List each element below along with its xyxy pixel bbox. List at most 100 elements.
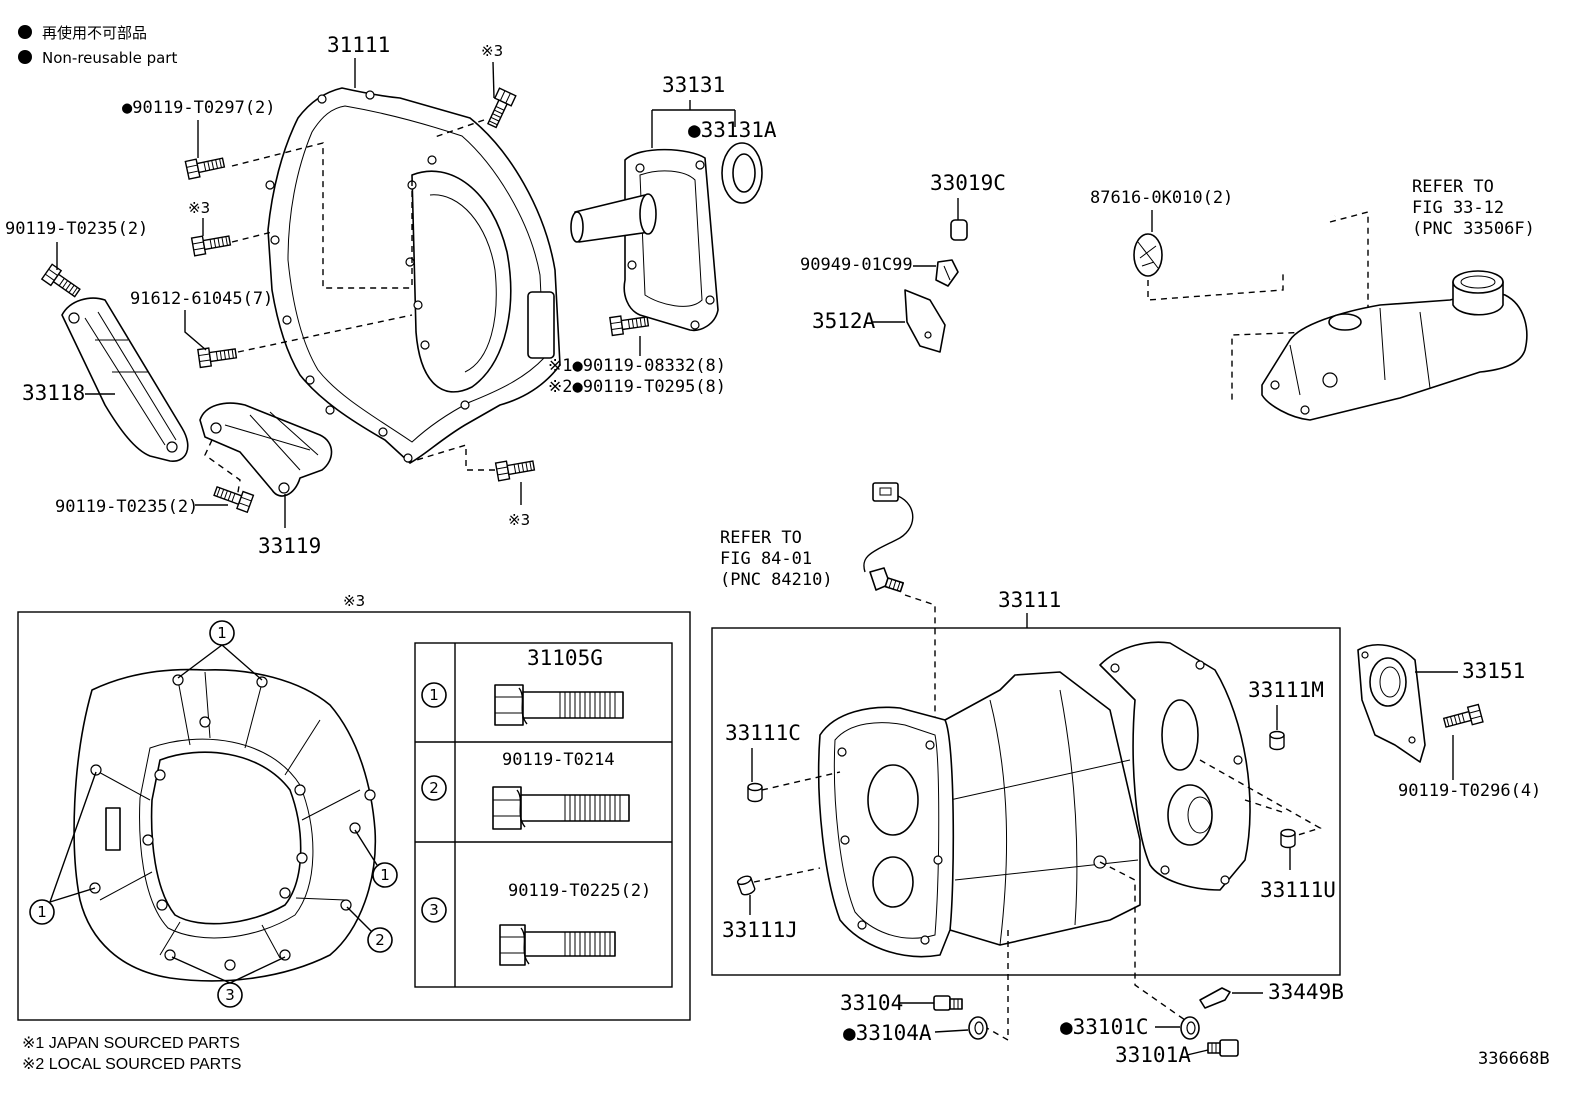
- part-label-bracket-33118: 33118: [22, 381, 85, 405]
- marker-2: 2: [367, 927, 393, 953]
- refer-line-3: (PNC 33506F): [1412, 219, 1535, 239]
- legend-jp: 再使用不可部品: [42, 24, 147, 42]
- bolt-detail-box: ※3: [17, 592, 691, 1021]
- plug-33111m-icon: [1269, 730, 1285, 751]
- part-label-case: 33111: [998, 588, 1061, 612]
- drain-group: 33104 ●33104A 33449B ●33101C 33101A: [840, 980, 1344, 1067]
- marker-label: 1: [37, 903, 47, 921]
- clutch-housing-group: 31111 ※3 ●90119-T0297(2) ※3 90119-T0235(…: [5, 33, 726, 558]
- case-body-drawing: [944, 671, 1141, 946]
- table-row: 1 31105G: [421, 646, 624, 726]
- part-label-bolt-t0235-upper: 90119-T0235(2): [5, 219, 148, 239]
- part-label-bolt-61045: 91612-61045(7): [130, 289, 273, 309]
- sensor-refer-line-1: REFER TO: [720, 528, 802, 548]
- bolt-top-icon: [483, 87, 517, 131]
- refer-line-1: REFER TO: [1412, 177, 1494, 197]
- footnote-local: ※2 LOCAL SOURCED PARTS: [22, 1056, 241, 1073]
- bolt-31105g-drawing: [494, 684, 624, 726]
- part-label-oil-seal: ●33131A: [688, 118, 777, 142]
- part-label-cover: 33151: [1462, 659, 1525, 683]
- cover-group: 33151 90119-T0296(4): [1357, 644, 1541, 801]
- part-label-bracket-33119: 33119: [258, 534, 321, 558]
- table-row: 3 90119-T0225(2): [421, 881, 651, 966]
- row-part-number: 31105G: [527, 646, 603, 670]
- bolt-t0235-upper-icon: [41, 263, 84, 301]
- bolt-bottom-icon: [494, 455, 536, 482]
- bolt-table: 1 31105G 2 90119-T0214: [414, 642, 673, 988]
- part-label-plug-j: 33111J: [722, 918, 798, 942]
- bolt-t0225-drawing: [499, 924, 616, 966]
- part-label-clip2: 90949-01C99: [800, 255, 913, 275]
- clip-90949-drawing: [935, 259, 959, 287]
- part-label-hose: 33019C: [930, 171, 1006, 195]
- sensor-refer-line-3: (PNC 84210): [720, 570, 833, 590]
- marker-1-top: 1: [209, 620, 235, 646]
- row-index: 1: [429, 686, 439, 704]
- part-label-bolt-08332: ※1●90119-08332(8): [548, 356, 726, 376]
- marker-label: 1: [217, 624, 227, 642]
- plug-33111c-icon: [747, 782, 763, 803]
- row-index: 2: [429, 779, 439, 797]
- legend: 再使用不可部品 Non-reusable part: [18, 24, 177, 67]
- part-label-plug-33104: 33104: [840, 991, 903, 1015]
- plug-33104-drawing: [933, 995, 963, 1011]
- row-index: 3: [429, 901, 439, 919]
- bolt-left-icon: [190, 230, 232, 257]
- sensor-connector-drawing: [872, 482, 899, 502]
- footnote-japan: ※1 JAPAN SOURCED PARTS: [22, 1035, 240, 1052]
- transmission-case-box: 33111 33111: [711, 588, 1341, 1042]
- gasket-33104a-icon: [968, 1016, 988, 1040]
- marker-1-left: 1: [29, 899, 55, 925]
- legend-en: Non-reusable part: [42, 49, 177, 67]
- mark-bottom: ※3: [508, 511, 530, 529]
- front-view-bolt-holes: [89, 674, 376, 971]
- bracket-33119-drawing: [199, 402, 333, 497]
- hose-fitting-drawing: [950, 219, 968, 241]
- part-label-plug-m: 33111M: [1248, 678, 1324, 702]
- part-label-bolt-t0295: ※2●90119-T0295(8): [548, 377, 726, 397]
- sensor-body-drawing: [869, 567, 905, 593]
- bracket-3512a-drawing: [904, 289, 946, 353]
- part-label-bracket-33449b: 33449B: [1268, 980, 1344, 1004]
- detail-mark: ※3: [343, 592, 365, 610]
- mark-top: ※3: [481, 42, 503, 60]
- housing-bolt-holes: [265, 90, 470, 463]
- marker-label: 1: [380, 866, 390, 884]
- plug-33111j-icon: [735, 873, 757, 898]
- sensor-refer-line-2: FIG 84-01: [720, 549, 812, 569]
- part-label-plug-u: 33111U: [1260, 878, 1336, 902]
- part-label-plug-c: 33111C: [725, 721, 801, 745]
- part-label-cover-bolt: 90119-T0296(4): [1398, 781, 1541, 801]
- bolt-t0235-lower-icon: [211, 481, 255, 513]
- bracket-33449b-drawing: [1199, 987, 1231, 1009]
- part-label-retainer: 33131: [662, 73, 725, 97]
- part-label-plug-33101a: 33101A: [1115, 1043, 1191, 1067]
- plug-33101a-drawing: [1207, 1039, 1239, 1057]
- part-label-bracket-3512a: 3512A: [812, 309, 876, 333]
- marker-1-right: 1: [372, 862, 398, 888]
- part-label-bolt-t0297: ●90119-T0297(2): [122, 98, 276, 118]
- retainer-group: 33131 ●33131A: [570, 73, 777, 332]
- refer-line-2: FIG 33-12: [1412, 198, 1504, 218]
- shift-lever-housing-drawing: [1261, 292, 1528, 421]
- part-label-clip: 87616-0K010(2): [1090, 188, 1233, 208]
- non-reusable-marker-icon: [18, 25, 32, 39]
- sensor-group: REFER TO FIG 84-01 (PNC 84210): [720, 482, 936, 720]
- figure-id: 336668B: [1478, 1049, 1550, 1069]
- mark-left: ※3: [188, 199, 210, 217]
- part-label-housing: 31111: [327, 33, 390, 57]
- non-reusable-marker-icon: [18, 50, 32, 64]
- gasket-33101c-icon: [1180, 1016, 1200, 1040]
- marker-3: 3: [217, 982, 243, 1008]
- row-part-number: 90119-T0225(2): [508, 881, 651, 901]
- bolt-t0214-drawing: [492, 786, 630, 830]
- clip-87616-drawing: [1133, 233, 1163, 277]
- bolt-t0297-icon: [184, 153, 227, 180]
- marker-label: 2: [375, 931, 385, 949]
- marker-label: 3: [225, 986, 235, 1004]
- shift-group: 33019C 87616-0K010(2) REFER TO FIG 33-12…: [800, 171, 1535, 421]
- bracket-33118-drawing: [61, 297, 189, 462]
- table-row: 2 90119-T0214: [421, 750, 630, 830]
- retainer-drawing: [623, 148, 719, 332]
